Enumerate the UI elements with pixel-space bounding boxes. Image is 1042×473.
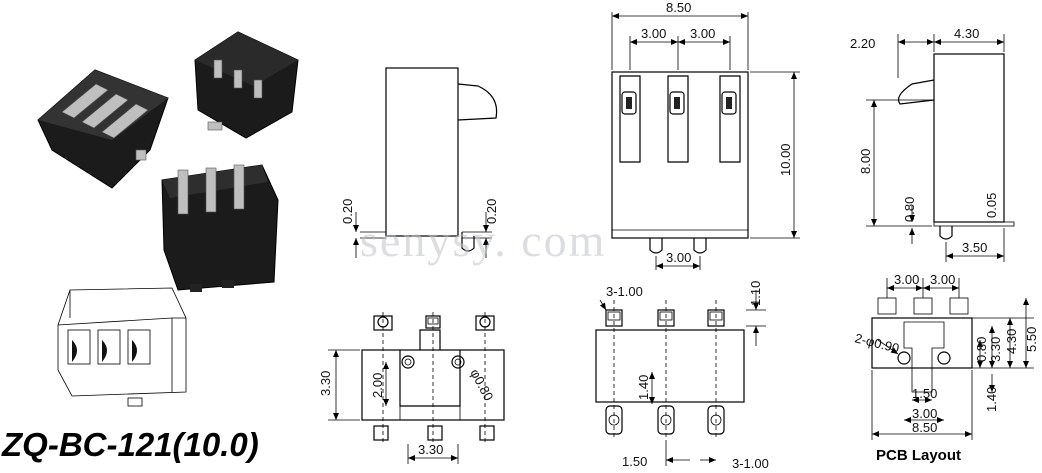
dim-right-bottom: 3.50 [962,240,987,255]
watermark-text: senysy. com [360,215,606,266]
dim-front-height: 10.00 [778,143,793,176]
product-photo-group [37,31,299,407]
dim-right-height: 8.00 [858,149,873,174]
dim-right-depth: 4.30 [954,26,979,41]
right-side-view-drawing: 2.20 4.30 8.00 0.80 0.05 3.50 [850,26,1015,262]
dim-pcb-b1: 1.50 [912,386,937,401]
dim-pcb-b3: 8.50 [912,420,937,435]
product-photo-top-left [37,69,169,189]
dim-right-small-a: 0.80 [902,197,917,222]
dim-pcb-p1: 3.00 [894,272,919,287]
front-contact-mid [667,75,689,163]
dim-bottom-left-hole: φ0.80 [467,366,496,403]
product-photo-middle [161,164,279,292]
product-photo-top-right [194,31,299,139]
dim-side-left-a: 0.20 [340,199,355,224]
bottom-left-view-drawing: 3.30 2.00 φ0.80 3.30 [318,312,505,464]
dim-front-pitch-1: 3.00 [641,26,666,41]
front-view-drawing: 8.50 3.00 3.00 10.00 3.00 [611,0,800,270]
dim-side-left-b: 0.20 [484,199,499,224]
side-view-drawing: 0.20 0.20 [340,67,499,258]
pcb-layout-drawing: 3.00 3.00 2-φ0.90 0.80 3.30 4.30 5.50 1.… [853,272,1039,464]
connector-outline-sketch [57,287,187,407]
dim-bottom-mid-right: 1.10 [748,281,763,306]
dim-pcb-r5: 1.40 [984,387,999,412]
dim-bottom-left-w: 3.30 [418,442,443,457]
dim-bottom-left-h1: 3.30 [318,371,333,396]
dim-bottom-mid-b2: 3-1.00 [732,456,769,471]
dim-front-width: 8.50 [666,0,691,15]
dim-pcb-r3: 4.30 [1004,329,1019,354]
pcb-layout-label: PCB Layout [876,447,961,464]
dim-pcb-r2: 3.30 [988,337,1003,362]
dim-front-pitch-2: 3.00 [690,26,715,41]
bottom-middle-view-drawing: 3-1.00 1.10 1.40 1.50 3-1.00 [595,281,769,471]
dim-pcb-b2: 3.00 [912,406,937,421]
dim-pcb-r1: 0.80 [974,337,989,362]
front-contact-right [719,75,741,163]
dim-right-offset: 2.20 [850,36,875,51]
dim-bottom-left-h2: 2.00 [370,373,385,398]
dim-pcb-p2: 3.00 [930,272,955,287]
dim-bottom-mid-center: 1.40 [636,375,651,400]
dim-bottom-mid-top: 3-1.00 [606,284,643,299]
dim-front-bottom: 3.00 [666,250,691,265]
dim-right-small-b: 0.05 [984,193,999,218]
dim-pcb-hole: 2-φ0.90 [853,330,901,356]
dim-pcb-r4: 5.50 [1024,327,1039,352]
front-contact-left [619,75,641,163]
dim-bottom-mid-b1: 1.50 [622,454,647,469]
part-number-title: ZQ-BC-121(10.0) [1,426,259,463]
